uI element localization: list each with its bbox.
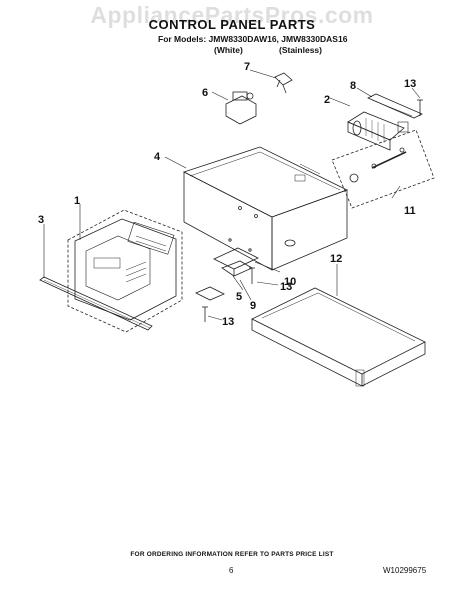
leader-lines [43, 69, 421, 321]
callout-6: 6 [202, 87, 208, 99]
enclosure-box-drawing [182, 146, 349, 271]
callout-11: 11 [404, 205, 416, 217]
blower-motor-drawing [347, 111, 409, 151]
callout-4: 4 [154, 151, 161, 163]
callout-2: 2 [324, 94, 330, 106]
callout-10: 10 [284, 276, 296, 288]
bracket-drawing [213, 247, 259, 277]
models-line: For Models: JMW8330DAW16, JMW8330DAS16 [158, 34, 348, 44]
page-title: CONTROL PANEL PARTS [148, 17, 316, 32]
lower-frame-drawing [251, 287, 426, 387]
variant-white-label: (White) [214, 45, 243, 55]
ordering-note: FOR ORDERING INFORMATION REFER TO PARTS … [130, 551, 334, 558]
watermark: AppliancePartsPros.com [90, 2, 374, 28]
callout-13-a: 13 [280, 281, 292, 293]
callout-12: 12 [330, 253, 342, 265]
screw-drawings [202, 99, 423, 322]
callout-9: 9 [250, 300, 256, 312]
mounting-bracket-drawing [367, 93, 423, 119]
callout-8: 8 [350, 80, 356, 92]
page-number: 6 [229, 566, 234, 575]
sensor-drawing [274, 72, 293, 94]
callout-7: 7 [244, 61, 250, 73]
callout-3: 3 [38, 214, 44, 226]
switch-assembly-drawing [225, 91, 257, 125]
trim-strip-drawing [39, 276, 153, 331]
callout-5: 5 [236, 291, 242, 303]
callout-13-b: 13 [222, 316, 234, 328]
callout-13-c: 13 [404, 78, 416, 90]
callout-labels: 1 2 3 4 5 6 7 8 9 10 11 12 13 13 13 [38, 61, 416, 328]
control-panel-assembly-drawing [67, 209, 183, 333]
callout-1: 1 [74, 195, 80, 207]
fan-assembly-drawing [331, 129, 435, 209]
document-number: W10299675 [383, 566, 427, 575]
variant-stainless-label: (Stainless) [279, 45, 322, 55]
clip-drawing [195, 286, 225, 301]
